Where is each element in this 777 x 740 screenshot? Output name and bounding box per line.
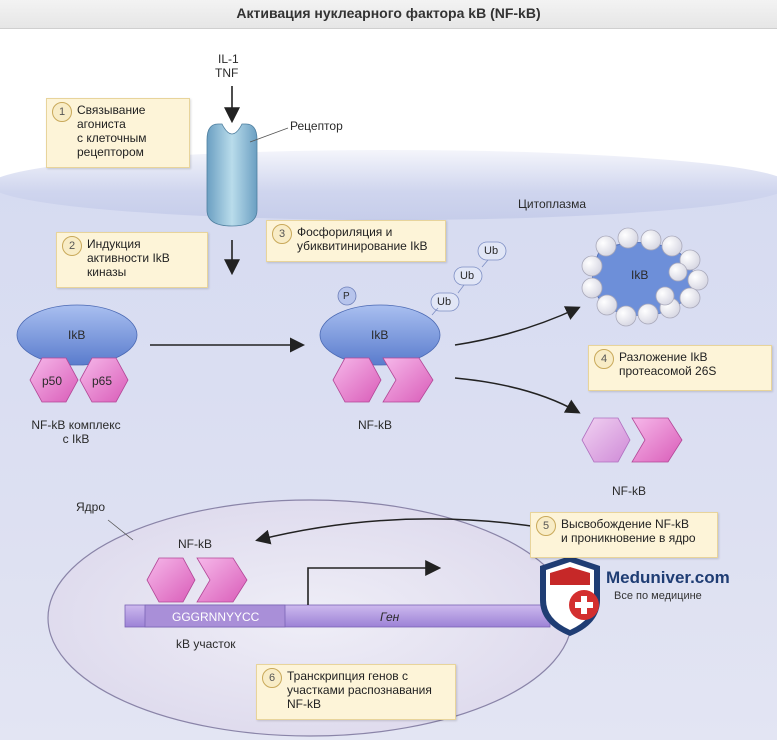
- page-title: Активация нуклеарного фактора kB (NF-kB): [236, 5, 541, 21]
- step-3-box: 3 Фосфориляция и убиквитинирование IkB: [266, 220, 446, 262]
- ub-label-1: Ub: [437, 296, 452, 308]
- ub-label-2: Ub: [460, 270, 475, 282]
- ub-tag-2: [453, 266, 483, 286]
- step-2-line-3: киназы: [87, 265, 127, 279]
- step-1-box: 1 Связывание агониста с клеточным рецепт…: [46, 98, 190, 168]
- step-2-box: 2 Индукция активности IkB киназы: [56, 232, 208, 288]
- step-6-line-3: NF-kB: [287, 697, 321, 711]
- ub-link-2: [457, 284, 465, 294]
- step-3-line-1: Фосфориляция и: [297, 225, 393, 239]
- arrow-to-free-nfkb: [454, 377, 581, 414]
- step-1-line-3: с клеточным: [77, 131, 147, 145]
- arrow-to-proteasome: [454, 306, 581, 346]
- free-nfkb-caption: NF-kB: [612, 484, 646, 498]
- transcription-arrow: [307, 560, 442, 605]
- ub-tag-3: [477, 241, 507, 261]
- step-5-box: 5 Высвобождение NF-kB и проникновение в …: [530, 512, 718, 558]
- step-6-line-2: участками распознавания: [287, 683, 432, 697]
- p65-label: p65: [92, 374, 113, 388]
- nuclear-nfkb-label: NF-kB: [178, 537, 212, 551]
- step-6-number: 6: [262, 668, 282, 688]
- ub-label-3: Ub: [484, 245, 499, 257]
- cytoplasm-label: Цитоплазма: [518, 197, 587, 211]
- phospho-ikb-label: IkB: [371, 328, 389, 342]
- step-2-number: 2: [62, 236, 82, 256]
- step-4-number: 4: [594, 349, 614, 369]
- ub-tag-1: [430, 292, 460, 312]
- nucleus-label: Ядро: [76, 500, 106, 514]
- free-nfkb-left: [581, 417, 631, 463]
- free-nfkb-right: [631, 417, 683, 463]
- meduniver-logo-shield: [540, 556, 600, 636]
- phospho-caption: NF-kB: [358, 418, 392, 432]
- step-6-box: 6 Транскрипция генов с участками распозн…: [256, 664, 456, 720]
- kb-site-caption: kB участок: [176, 637, 236, 651]
- complex-caption-2: с IkB: [62, 432, 90, 446]
- ub-link-1: [431, 307, 439, 316]
- nuclear-nfkb-right: [196, 557, 248, 603]
- phosphate-label: P: [343, 291, 350, 302]
- step-1-number: 1: [52, 102, 72, 122]
- step-5-line-1: Высвобождение NF-kB: [561, 517, 689, 531]
- step-1-line-1: Связывание: [77, 103, 146, 117]
- complex-ikb-label: IkB: [68, 328, 86, 342]
- logo-tagline: Все по медицине: [614, 590, 702, 602]
- step-6-line-1: Транскрипция генов с: [287, 669, 408, 683]
- ikb-phosphorylated: [319, 304, 441, 366]
- title-bar: [0, 0, 777, 29]
- ligand-tnf: TNF: [215, 66, 239, 80]
- ub-link-3: [481, 259, 489, 268]
- step-5-number: 5: [536, 516, 556, 536]
- receptor: [206, 123, 258, 227]
- step-4-line-1: Разложение IkB: [619, 350, 708, 364]
- arrow-into-nucleus: [255, 518, 546, 545]
- proteasome-26s: [581, 227, 709, 327]
- nucleus-leader-line: [107, 519, 134, 541]
- step-3-number: 3: [272, 224, 292, 244]
- step-4-box: 4 Разложение IkB протеасомой 26S: [588, 345, 772, 391]
- proteasome-ikb-label: IkB: [631, 268, 649, 282]
- logo-name[interactable]: Meduniver.com: [606, 568, 730, 587]
- step-2-line-2: активности IkB: [87, 251, 170, 265]
- nuclear-nfkb-left: [146, 557, 196, 603]
- receptor-label: Рецептор: [290, 119, 343, 133]
- nfkb-subunit-left: [332, 357, 382, 403]
- step-5-line-2: и проникновение в ядро: [561, 531, 696, 545]
- ikb-complex: [16, 304, 138, 366]
- ligand-il1: IL-1: [218, 52, 239, 66]
- step-1-line-2: агониста: [77, 117, 126, 131]
- nfkb-subunit-right: [382, 357, 434, 403]
- step-3-line-2: убиквитинирование IkB: [297, 239, 428, 253]
- step-1-line-4: рецептором: [77, 145, 144, 159]
- complex-caption-1: NF-kB комплекс: [31, 418, 121, 432]
- kb-site-sequence: GGGRNNYYCC: [172, 610, 260, 624]
- p50-subunit: [29, 357, 79, 403]
- phosphate-circle: [337, 286, 357, 306]
- p65-subunit: [79, 357, 129, 403]
- p50-label: p50: [42, 374, 63, 388]
- step-2-line-1: Индукция: [87, 237, 141, 251]
- step-4-line-2: протеасомой 26S: [619, 364, 717, 378]
- gene-label: Ген: [380, 610, 400, 624]
- kb-site: [144, 604, 286, 628]
- receptor-leader-line: [249, 127, 289, 143]
